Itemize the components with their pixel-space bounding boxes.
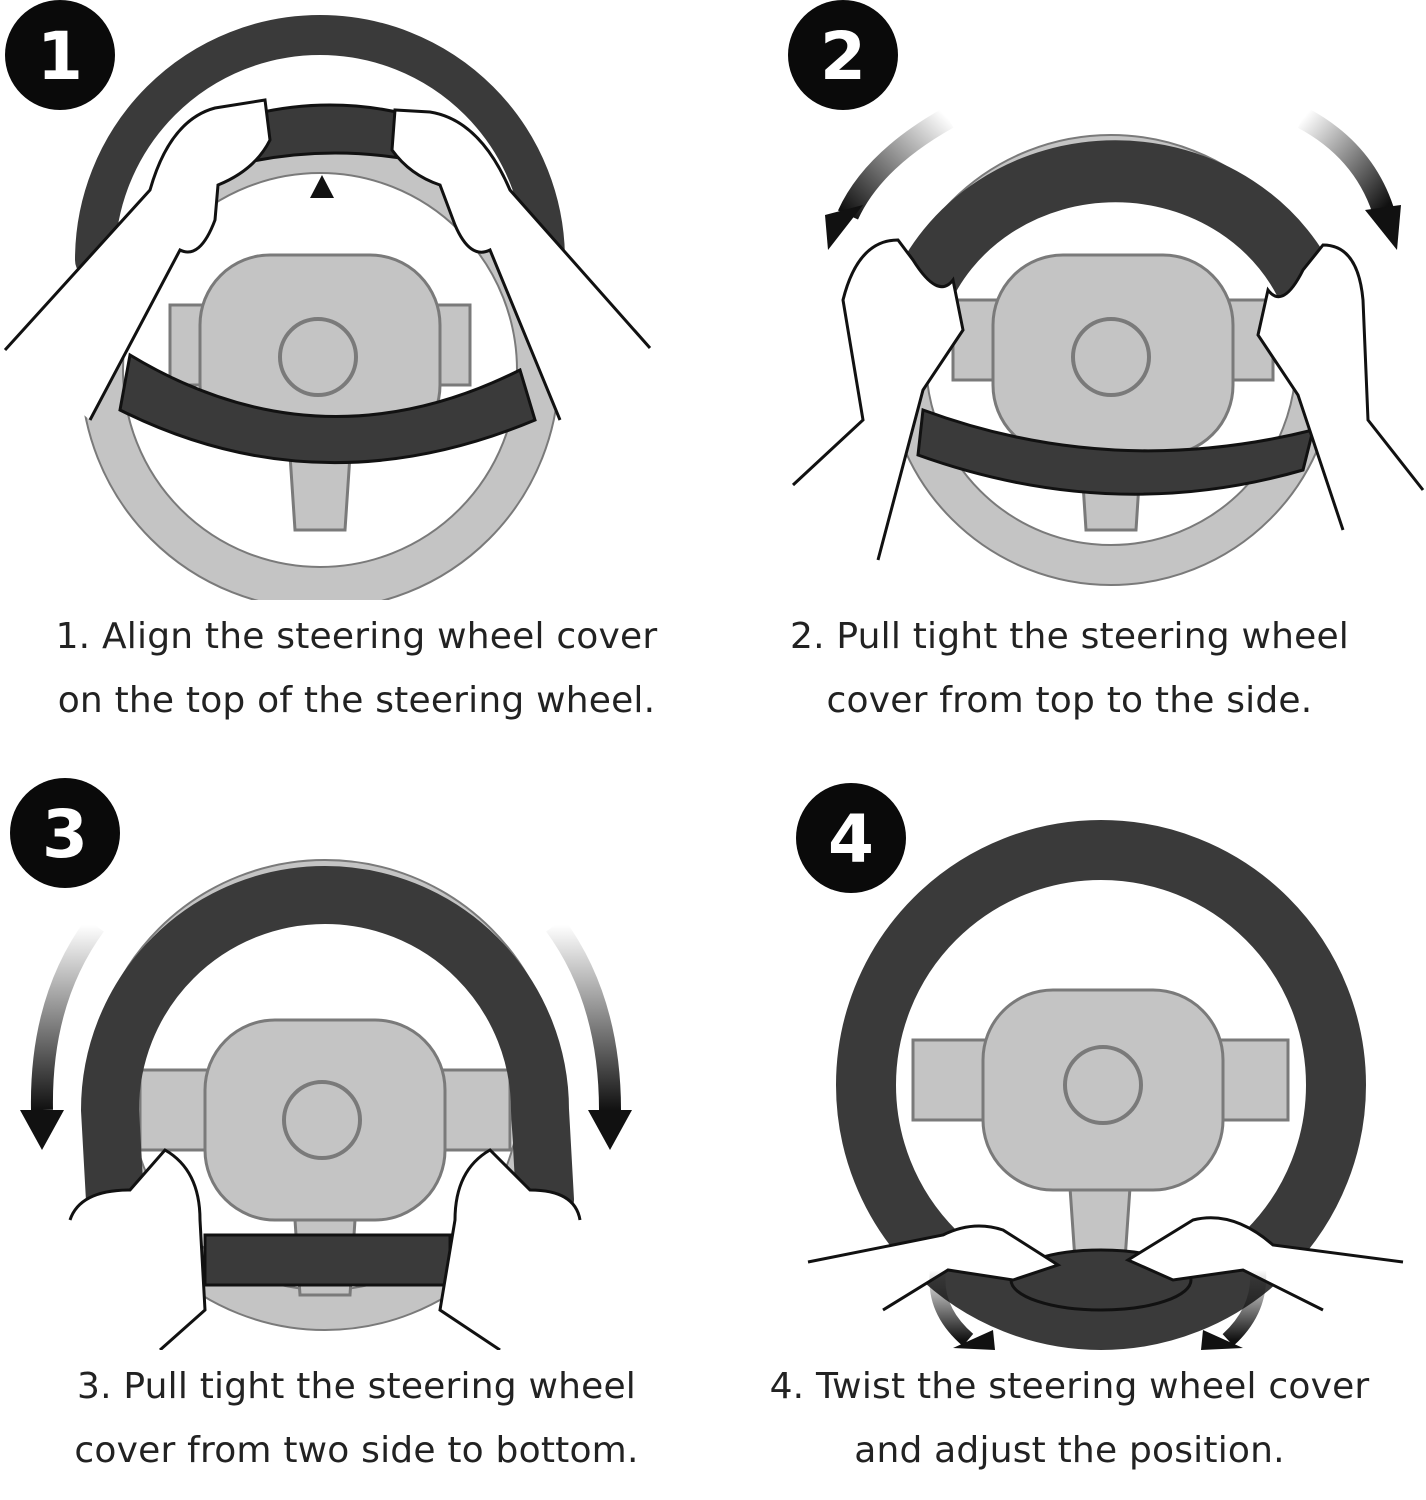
step-3-illustration: 3: [10, 778, 632, 1350]
arrow-left-icon: [837, 108, 954, 220]
left-hand-icon: [68, 1148, 207, 1350]
left-hand-icon: [3, 98, 272, 421]
wheel-hub: [991, 253, 1235, 457]
right-hand-icon: [438, 1148, 582, 1350]
step-caption: 2. Pull tight the steering wheel cover f…: [789, 616, 1350, 721]
left-hand-icon: [791, 238, 965, 561]
right-hand-icon: [1256, 243, 1425, 531]
step-number-label: 1: [37, 18, 83, 95]
horn-logo-circle: [1063, 1045, 1143, 1125]
step-3: 3 3. Pull tight the steering wheel cover…: [0, 750, 713, 1500]
step-2-illustration: 2: [788, 0, 1425, 586]
cover-top-arc: [75, 15, 565, 280]
step-1-illustration: 1: [3, 0, 652, 600]
arrow-right-icon: [1297, 108, 1394, 214]
step-number-label: 4: [828, 801, 874, 878]
horn-logo-circle: [1071, 317, 1151, 397]
step-number-badge: [796, 783, 906, 893]
arrow-left-icon: [30, 918, 104, 1111]
right-hand-icon: [1124, 1216, 1404, 1312]
step-number-label: 3: [42, 796, 88, 873]
twist-arrow-right-icon: [1222, 1269, 1267, 1346]
step-caption: 4. Twist the steering wheel cover and ad…: [769, 1366, 1370, 1471]
left-hand-icon: [807, 1224, 1062, 1312]
step-4: 4 4. Twist the steering wheel cover and …: [713, 750, 1426, 1500]
step-4-illustration: 4: [796, 783, 1404, 1350]
step-2: 2 2. Pull tight the steering wheel cover…: [713, 0, 1426, 750]
step-number-badge: [788, 0, 898, 110]
step-number-badge: [10, 778, 120, 888]
cover-top-arc: [80, 866, 574, 1229]
cover-top-piece: [246, 103, 414, 164]
wheel-hub: [203, 1018, 447, 1222]
cover-band: [916, 407, 1316, 496]
step-caption: 3. Pull tight the steering wheel cover f…: [74, 1366, 639, 1471]
horn-logo-circle: [282, 1080, 362, 1160]
arrow-right-icon: [546, 918, 621, 1111]
cover-band: [118, 352, 537, 465]
step-1: 1 1. Align the steering wheel cover on t…: [0, 0, 713, 750]
step-number-label: 2: [820, 18, 866, 95]
wheel-hub: [981, 988, 1225, 1192]
cover-band: [203, 1233, 452, 1287]
horn-logo-circle: [278, 317, 358, 397]
alignment-marker-icon: [310, 175, 334, 198]
step-caption: 1. Align the steering wheel cover on the…: [55, 616, 658, 721]
right-hand-icon: [390, 108, 652, 421]
step-number-badge: [5, 0, 115, 110]
twist-arrow-left-icon: [929, 1269, 974, 1347]
cover-top-arc: [887, 140, 1344, 331]
